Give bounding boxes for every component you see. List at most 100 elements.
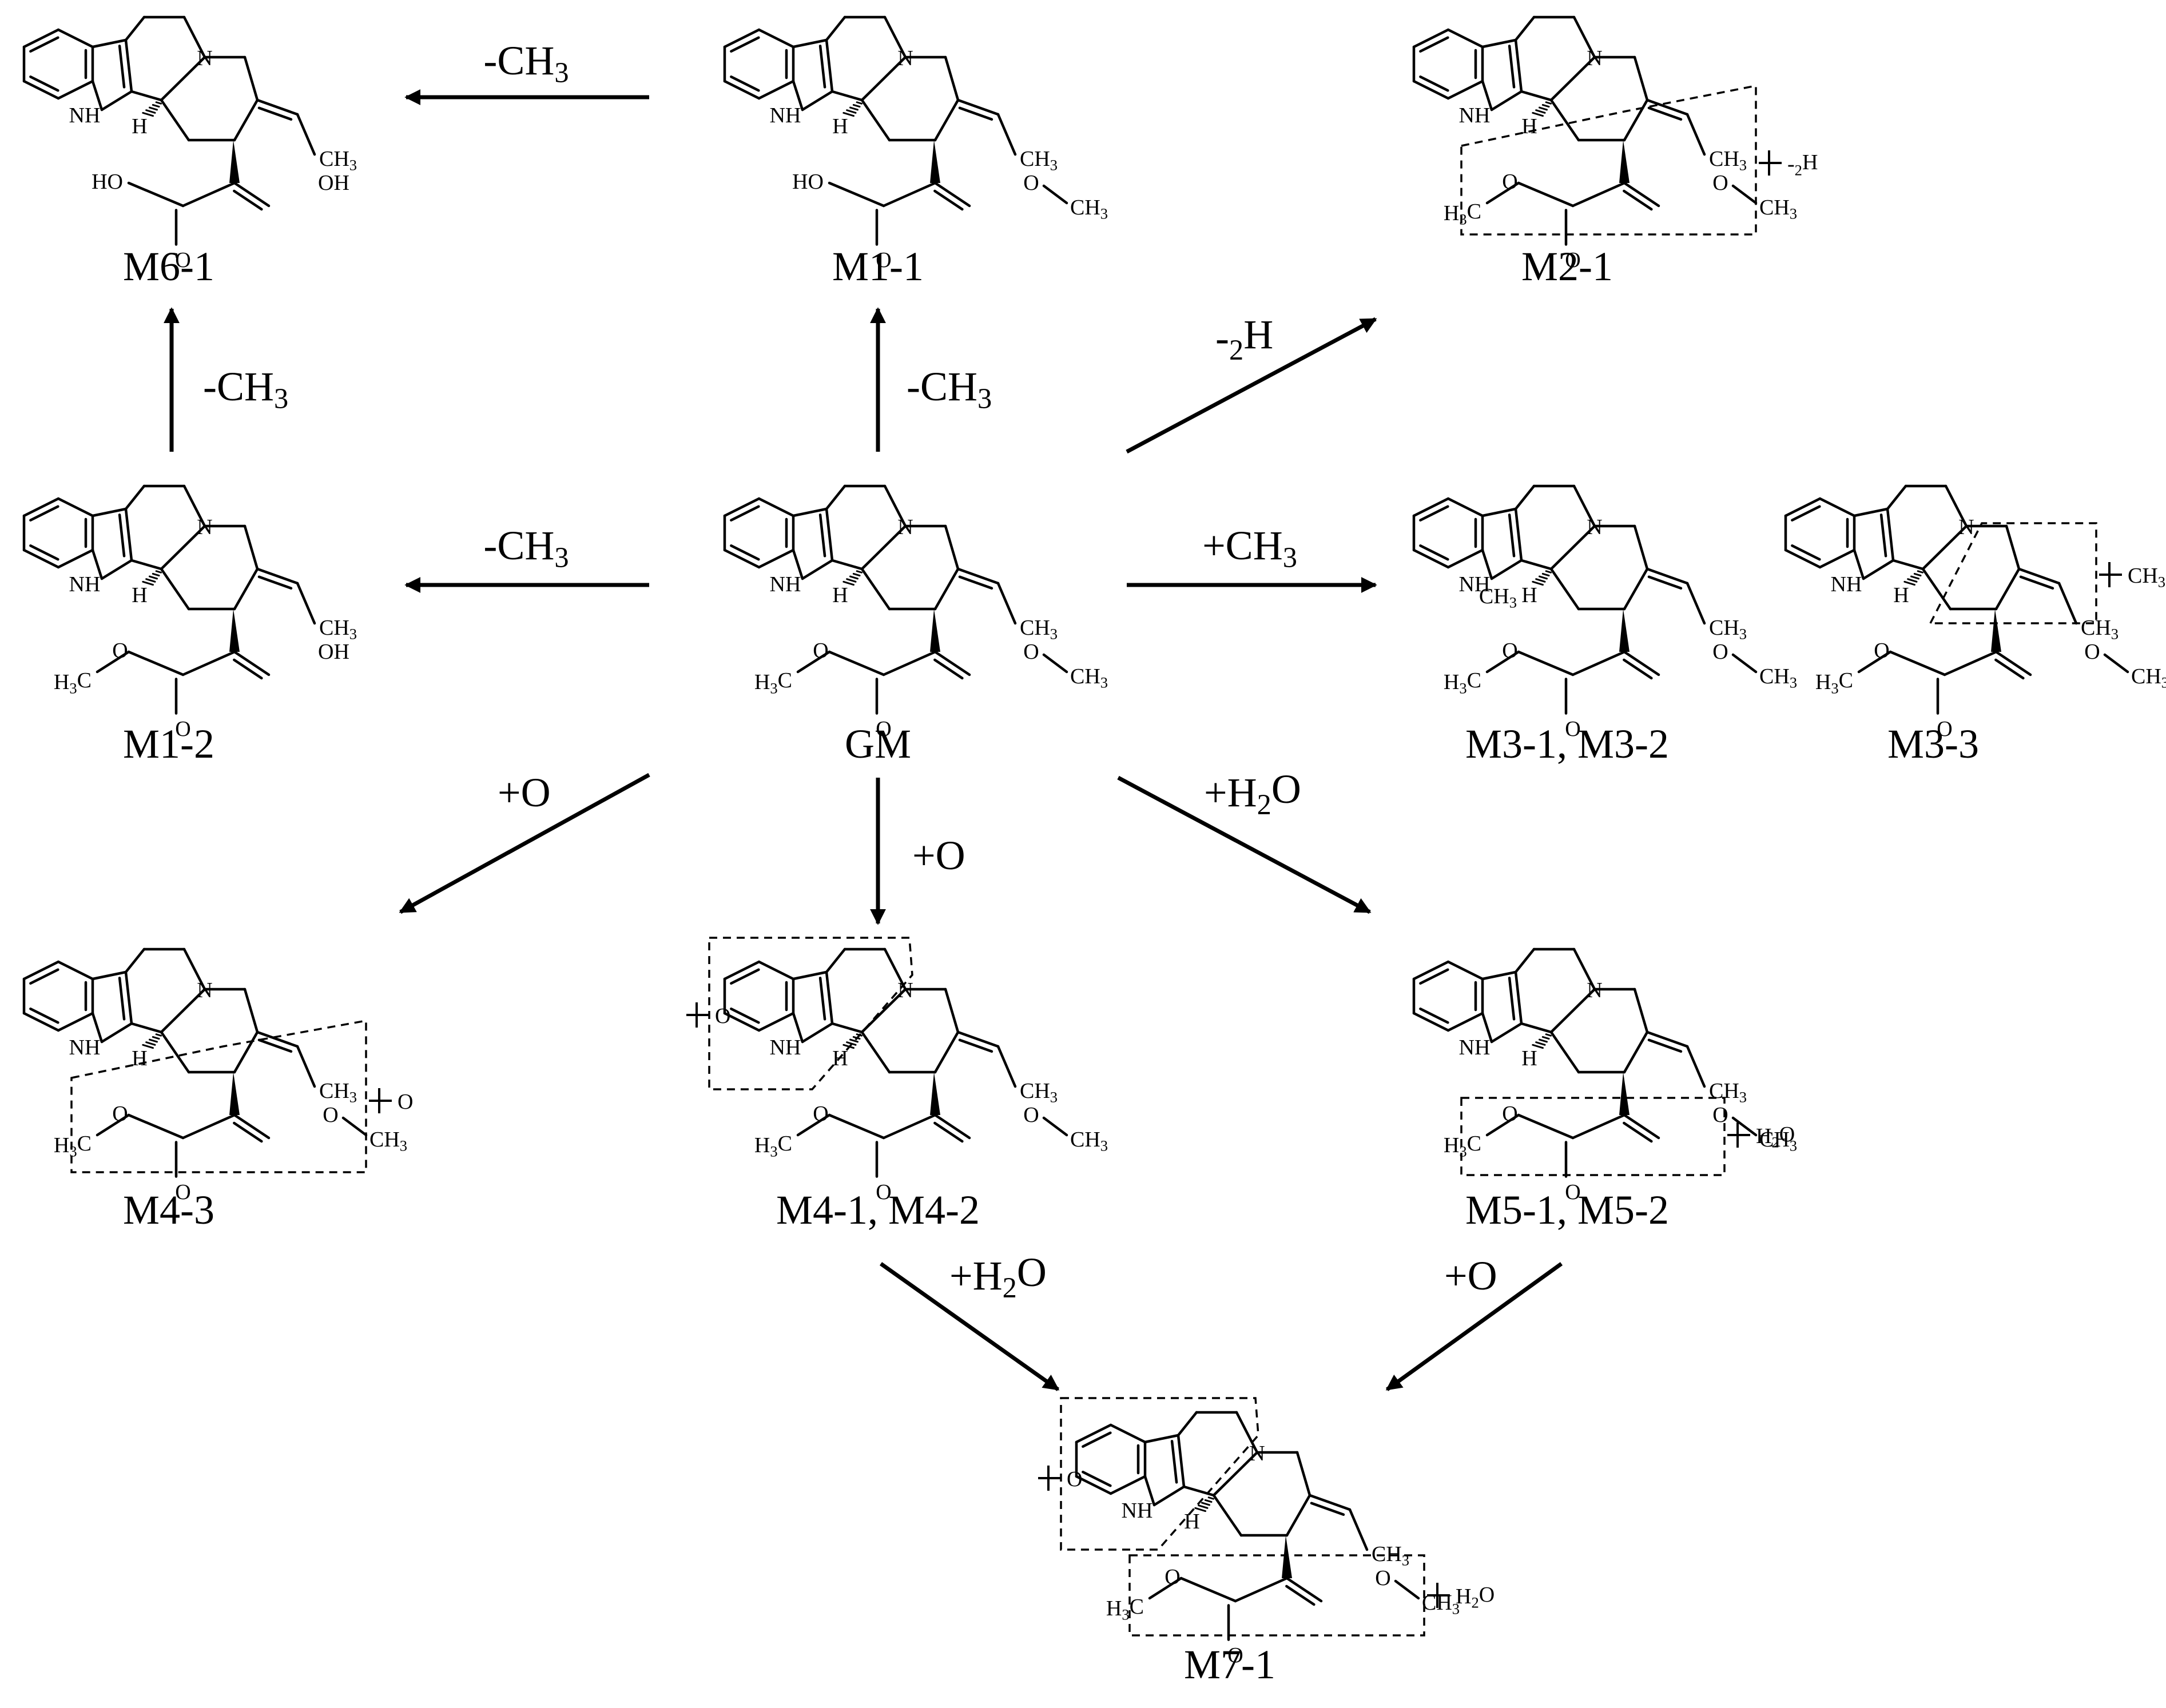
box-m2-1 (1460, 84, 1757, 236)
bond (1514, 947, 1536, 974)
stereo-hash (1541, 572, 1550, 577)
atom-label: H (1893, 583, 1909, 607)
bond (1446, 548, 1484, 569)
bond (1572, 15, 1596, 59)
atom-label: O (1502, 170, 1517, 194)
bond (723, 497, 761, 517)
bond (956, 567, 1000, 585)
bond (1686, 582, 1706, 625)
atom-label: CH3​ (1759, 664, 1797, 691)
stereo-hash (152, 572, 160, 577)
atom-label: NH (69, 103, 101, 128)
arrow-m5-12-to-m7-1 (1385, 1262, 1563, 1391)
atom-label: H3​C (754, 1132, 792, 1160)
bond (830, 90, 864, 102)
bond-double (1508, 513, 1516, 558)
bond (825, 484, 846, 511)
bond-double (1310, 1502, 1345, 1516)
bond-double (29, 544, 59, 561)
bond-double (818, 45, 826, 89)
stereo-hash (1545, 570, 1552, 574)
bond-double (1647, 575, 1683, 590)
atom-label: CH3​ (1759, 1128, 1797, 1154)
bond (1481, 507, 1517, 517)
arrow-label-gm-to-m1-2: -CH3​ (483, 523, 569, 574)
atom-label: NH (1459, 103, 1491, 128)
atom-label: O (1712, 1103, 1728, 1127)
bond (1517, 1113, 1575, 1140)
atom-label: H (132, 114, 147, 138)
compound-label-m3-1-m3-2: M3-1, M3-2 (1465, 721, 1669, 767)
bond-double (933, 189, 964, 211)
atom-label: CH3​ (1709, 616, 1747, 642)
stereo-hash (145, 578, 156, 583)
bond-double (1419, 75, 1449, 92)
box-m3-3 (1929, 522, 2097, 624)
bond-double (1170, 1440, 1178, 1484)
atom-label: H (832, 114, 848, 138)
bond (1446, 497, 1484, 517)
bond (233, 1113, 271, 1140)
bond (1412, 497, 1450, 517)
atom-label: N (897, 46, 913, 70)
bond (1235, 1411, 1259, 1454)
bond-double (233, 189, 263, 211)
atom-label: NH (69, 572, 101, 596)
bond (296, 1045, 316, 1088)
atom-label: O (876, 717, 891, 741)
stereo-hash (1913, 572, 1922, 577)
bond-double (730, 968, 760, 985)
bond (100, 559, 133, 580)
bond (127, 181, 185, 208)
stereo-wedge (229, 1072, 240, 1115)
bond (1412, 1012, 1450, 1032)
stereo-hash (1903, 580, 1915, 586)
bond (1481, 38, 1517, 49)
bond (160, 988, 206, 1034)
bond (1784, 497, 1822, 517)
arrow-gm-to-m5-12 (1117, 775, 1372, 914)
compound-labels: M6-1 M1-1 M2-1 M1-2 GM M3-1, M3-2 M3-3 M… (123, 244, 1979, 1687)
bond (233, 98, 259, 142)
bond (996, 113, 1017, 156)
compound-label-m6-1: M6-1 (123, 244, 214, 289)
bond (100, 1022, 133, 1044)
modification-tag-m4-1-m4-2: O (715, 1004, 730, 1028)
bond (956, 1030, 1000, 1048)
stereo-hash (856, 101, 863, 105)
bond-double (1285, 1584, 1316, 1606)
atom-label: CH3​ (319, 147, 357, 173)
bond (1152, 1485, 1186, 1507)
atom-label: H3​C (1106, 1595, 1144, 1623)
arrow-label-gm-to-m4-12: +O (912, 833, 965, 878)
stereo-hash (142, 1044, 154, 1049)
bond (1633, 988, 1649, 1034)
bond-double (818, 977, 826, 1021)
bond-double (1082, 1471, 1112, 1487)
stereo-hash (1204, 1499, 1213, 1503)
box-m7-1-side (1128, 1554, 1425, 1637)
bond (792, 970, 828, 981)
bond (883, 15, 907, 59)
atom-label: H (132, 583, 147, 607)
atom-label: NH (1831, 572, 1862, 596)
atom-label: CH3​ (319, 1079, 357, 1105)
bond (757, 960, 795, 981)
bond (1784, 548, 1822, 569)
bond (825, 15, 846, 42)
bond (1686, 113, 1706, 156)
atom-label: CH3​ (2081, 616, 2119, 642)
bond (1143, 1434, 1180, 1444)
bond (296, 113, 316, 156)
bond (825, 38, 834, 93)
stereo-hash (852, 103, 861, 108)
bond (1109, 1423, 1147, 1444)
stereo-hash (142, 580, 154, 586)
bond (1862, 559, 1895, 580)
bond (1179, 1576, 1237, 1603)
bond (1481, 548, 1493, 580)
stereo-wedge (229, 609, 240, 652)
stereo-hash (1539, 1038, 1548, 1043)
bond-double (818, 513, 826, 558)
